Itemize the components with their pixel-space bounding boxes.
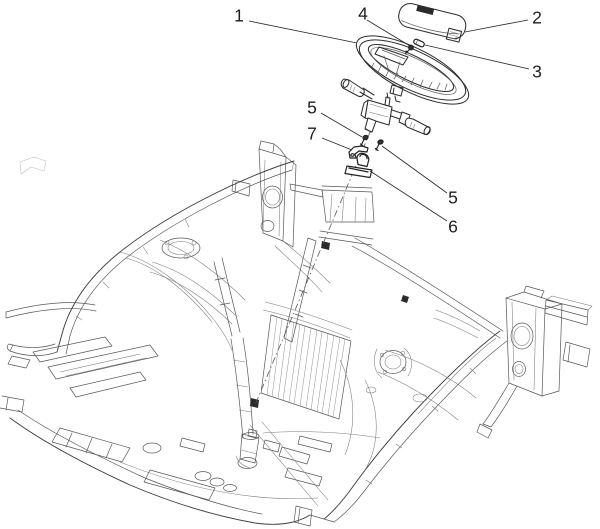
chassis-body-drawing xyxy=(0,140,593,527)
retainer-bracket-drawing xyxy=(348,145,369,159)
callout-3: 3 xyxy=(532,61,542,82)
callout-4: 4 xyxy=(358,3,368,24)
callout-2: 2 xyxy=(532,7,542,28)
callout-5-lower: 5 xyxy=(448,187,458,208)
column-mount-drawing xyxy=(344,152,373,179)
steering-column-drawing xyxy=(340,78,431,136)
callout-6: 6 xyxy=(448,216,458,237)
horn-pad-drawing xyxy=(398,2,467,43)
callout-5-upper: 5 xyxy=(307,97,317,118)
steering-wheel-drawing xyxy=(355,35,470,105)
callout-7: 7 xyxy=(307,123,317,144)
leader-lines xyxy=(248,19,530,222)
assembly-axis-line xyxy=(254,129,372,406)
callout-1: 1 xyxy=(234,5,244,26)
pad-fasteners-drawing xyxy=(404,38,425,55)
